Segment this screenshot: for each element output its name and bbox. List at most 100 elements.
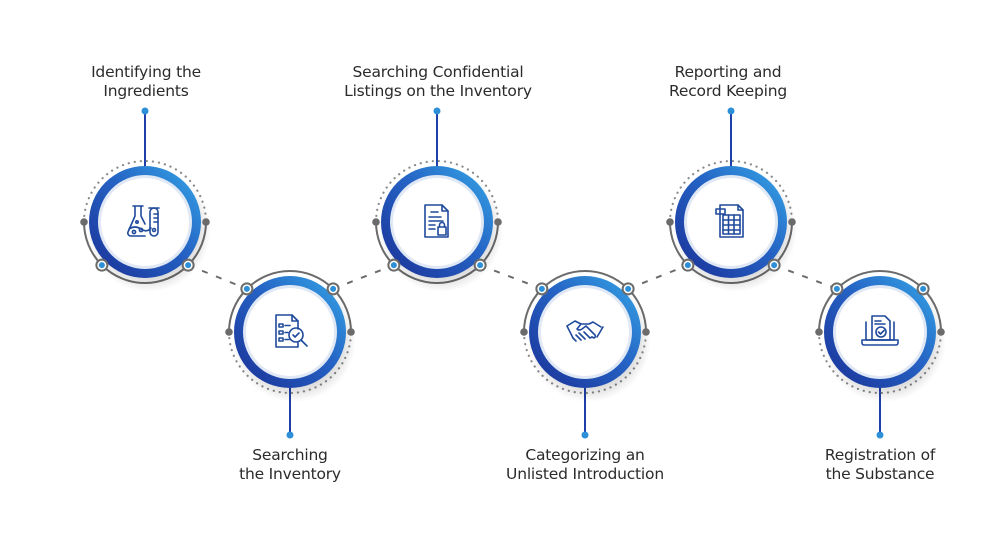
inner-disc — [393, 178, 481, 266]
bubble — [151, 227, 157, 233]
step-3-label-line1: Searching Confidential — [352, 63, 524, 81]
list-lines — [284, 324, 291, 341]
tube-marks — [148, 207, 160, 223]
side-dot-left — [666, 218, 674, 226]
laptop-base — [861, 339, 899, 346]
wrists — [566, 325, 604, 339]
lab-flask-icon — [127, 205, 160, 237]
text-lines — [874, 320, 886, 325]
connector-node-dot — [771, 262, 778, 269]
connector-node-dot — [390, 262, 397, 269]
side-dot-left — [372, 218, 380, 226]
side-dot-right — [347, 328, 355, 336]
hand-right — [576, 323, 597, 339]
magnifier-handle — [300, 339, 308, 347]
document-search-icon — [275, 314, 308, 348]
nodes — [80, 107, 946, 439]
stem-dot — [433, 107, 441, 115]
document-fold — [291, 314, 299, 322]
checkbox — [278, 330, 284, 335]
locked-document-icon — [424, 204, 449, 238]
connector-node-dot — [538, 285, 545, 292]
flask-neck — [140, 205, 146, 225]
magnifier-lens — [288, 327, 304, 343]
step-label-6: Registration of the Substance — [780, 446, 980, 484]
step-2-label-line2: the Inventory — [239, 465, 341, 483]
document-outline — [275, 314, 299, 348]
check-mark — [292, 332, 300, 338]
connector-node-dot — [98, 262, 105, 269]
step-node-5 — [666, 107, 797, 292]
side-dot-right — [937, 328, 945, 336]
table-lines — [722, 214, 741, 235]
fingers — [572, 331, 593, 342]
connectors — [187, 264, 838, 290]
dashed-connector — [773, 264, 838, 290]
spreadsheet-report-icon — [715, 204, 744, 238]
bubble — [131, 229, 137, 235]
step-label-1: Identifying the Ingredients — [46, 63, 246, 101]
connector-node-dot — [477, 262, 484, 269]
arms — [566, 320, 602, 328]
side-dot-right — [494, 218, 502, 226]
connector-node-dot — [185, 262, 192, 269]
laptop-approved-document-icon — [861, 315, 899, 346]
tag — [715, 208, 726, 215]
side-dot-right — [202, 218, 210, 226]
side-dot-left — [520, 328, 528, 336]
step-node-6 — [815, 270, 946, 439]
connector-node-dot — [920, 285, 927, 292]
step-label-4: Categorizing an Unlisted Introduction — [485, 446, 685, 484]
step-3-label-line2: Listings on the Inventory — [344, 82, 532, 100]
side-dot-right — [788, 218, 796, 226]
inner-disc — [101, 178, 189, 266]
step-label-3: Searching Confidential Listings on the I… — [338, 63, 538, 101]
inner-disc — [836, 288, 924, 376]
text-lines — [428, 211, 444, 230]
stem-dot — [286, 431, 294, 439]
padlock-shackle — [438, 221, 446, 228]
step-node-3 — [372, 107, 503, 292]
document-fold — [441, 204, 449, 212]
stem-dot — [141, 107, 149, 115]
inner-disc — [687, 178, 775, 266]
step-label-5: Reporting and Record Keeping — [628, 63, 828, 101]
step-6-label-line1: Registration of — [824, 446, 936, 464]
step-4-label-line1: Categorizing an — [525, 446, 645, 464]
step-6-label-line2: the Substance — [825, 465, 935, 483]
document-outline — [719, 204, 744, 238]
connector-node-dot — [330, 285, 337, 292]
side-dot-left — [815, 328, 823, 336]
connector-node-dot — [625, 285, 632, 292]
step-2-label-line1: Searching — [252, 446, 328, 464]
stem-dot — [727, 107, 735, 115]
step-node-4 — [520, 270, 651, 439]
step-5-label-line2: Record Keeping — [669, 82, 787, 100]
stem-dot — [581, 431, 589, 439]
bubble — [135, 219, 140, 224]
dashed-connector — [627, 264, 689, 290]
dashed-connector — [187, 264, 248, 290]
connector-node-dot — [684, 262, 691, 269]
dashed-connector — [332, 264, 395, 290]
side-dot-right — [642, 328, 650, 336]
bubble — [138, 227, 144, 233]
step-label-2: Searching the Inventory — [190, 446, 390, 484]
step-5-label-line1: Reporting and — [674, 63, 782, 81]
stem-dot — [876, 431, 884, 439]
connector-node-dot — [243, 285, 250, 292]
document-fold — [737, 204, 744, 211]
checkbox — [278, 337, 284, 342]
side-dot-left — [225, 328, 233, 336]
document-outline — [424, 204, 449, 238]
handshake-icon — [566, 320, 604, 342]
document-outline — [871, 315, 891, 341]
checkbox — [278, 323, 284, 328]
side-dot-left — [80, 218, 88, 226]
step-node-1 — [80, 107, 211, 292]
approval-circle — [875, 326, 887, 338]
step-4-label-line2: Unlisted Introduction — [506, 465, 664, 483]
step-1-label-line2: Ingredients — [103, 82, 189, 100]
connector-node-dot — [833, 285, 840, 292]
